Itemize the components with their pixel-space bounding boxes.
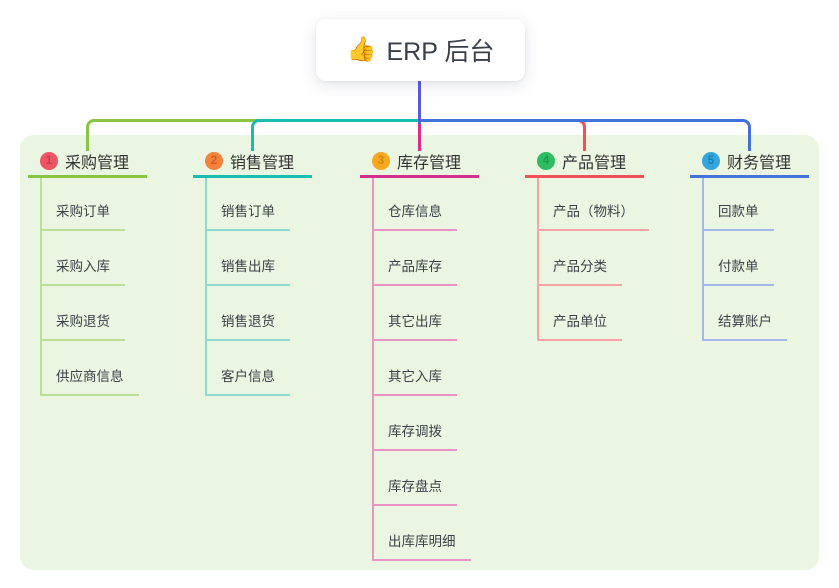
child-node[interactable]: 销售出库: [205, 258, 290, 286]
branch-column-5: 5 财务管理回款单付款单结算账户: [690, 146, 809, 368]
branch-spine-line: [205, 178, 207, 396]
child-node[interactable]: 销售订单: [205, 203, 290, 231]
branch-children: 销售订单销售出库销售退货客户信息: [205, 178, 312, 396]
branch-column-2: 2 销售管理销售订单销售出库销售退货客户信息: [193, 146, 312, 423]
branch-column-4: 4 产品管理产品（物料） 产品分类产品单位: [525, 146, 649, 368]
branch-spine-line: [702, 178, 704, 341]
child-node[interactable]: 回款单: [702, 203, 774, 231]
child-node[interactable]: 采购入库: [40, 258, 125, 286]
branch-spine-line: [40, 178, 42, 396]
root-node-erp[interactable]: 👍 ERP 后台: [316, 19, 525, 81]
branch-children: 产品（物料） 产品分类产品单位: [537, 178, 649, 341]
child-node[interactable]: 付款单: [702, 258, 774, 286]
connector-line: [251, 119, 421, 151]
child-node[interactable]: 采购退货: [40, 313, 125, 341]
branch-index-badge: 1: [40, 151, 58, 170]
child-node[interactable]: 产品（物料）: [537, 203, 649, 231]
branch-title-label: 产品管理: [562, 154, 627, 172]
branch-spine-line: [537, 178, 539, 341]
child-node[interactable]: 客户信息: [205, 368, 290, 396]
branch-title-label: 采购管理: [65, 154, 130, 172]
child-node[interactable]: 出库库明细: [372, 533, 471, 561]
branch-index-badge: 2: [205, 151, 223, 170]
branch-index-badge: 5: [702, 151, 720, 170]
branch-index-badge: 3: [372, 151, 390, 170]
child-node[interactable]: 其它入库: [372, 368, 457, 396]
root-node-label: ERP 后台: [386, 38, 495, 66]
branch-children: 仓库信息产品库存其它出库其它入库库存调拨库存盘点出库库明细: [372, 178, 479, 561]
branches-panel: [20, 135, 819, 570]
branch-title[interactable]: 3 库存管理: [360, 146, 479, 178]
child-node[interactable]: 采购订单: [40, 203, 125, 231]
child-node[interactable]: 供应商信息: [40, 368, 139, 396]
child-node[interactable]: 仓库信息: [372, 203, 457, 231]
child-node[interactable]: 其它出库: [372, 313, 457, 341]
branch-title[interactable]: 5 财务管理: [690, 146, 809, 178]
child-node[interactable]: 产品单位: [537, 313, 622, 341]
root-connector-line: [418, 81, 421, 124]
branch-title[interactable]: 4 产品管理: [525, 146, 644, 178]
child-node[interactable]: 产品库存: [372, 258, 457, 286]
child-node[interactable]: 产品分类: [537, 258, 622, 286]
branch-spine-line: [372, 178, 374, 561]
child-node[interactable]: 库存调拨: [372, 423, 457, 451]
branch-title[interactable]: 2 销售管理: [193, 146, 312, 178]
child-node[interactable]: 库存盘点: [372, 478, 457, 506]
branch-title-label: 库存管理: [397, 154, 462, 172]
child-node[interactable]: 销售退货: [205, 313, 290, 341]
branch-children: 采购订单采购入库采购退货供应商信息: [40, 178, 147, 396]
branch-title[interactable]: 1 采购管理: [28, 146, 147, 178]
branch-column-3: 3 库存管理仓库信息产品库存其它出库其它入库库存调拨库存盘点出库库明细: [360, 146, 479, 588]
branch-title-label: 销售管理: [230, 154, 295, 172]
branch-title-label: 财务管理: [727, 154, 792, 172]
child-node[interactable]: 结算账户: [702, 313, 787, 341]
thumbs-up-icon: 👍: [346, 36, 377, 63]
connector-line: [418, 119, 751, 151]
branch-index-badge: 4: [537, 151, 555, 170]
branch-children: 回款单付款单结算账户: [702, 178, 809, 341]
connector-line: [418, 119, 421, 151]
branch-column-1: 1 采购管理采购订单采购入库采购退货供应商信息: [28, 146, 147, 423]
